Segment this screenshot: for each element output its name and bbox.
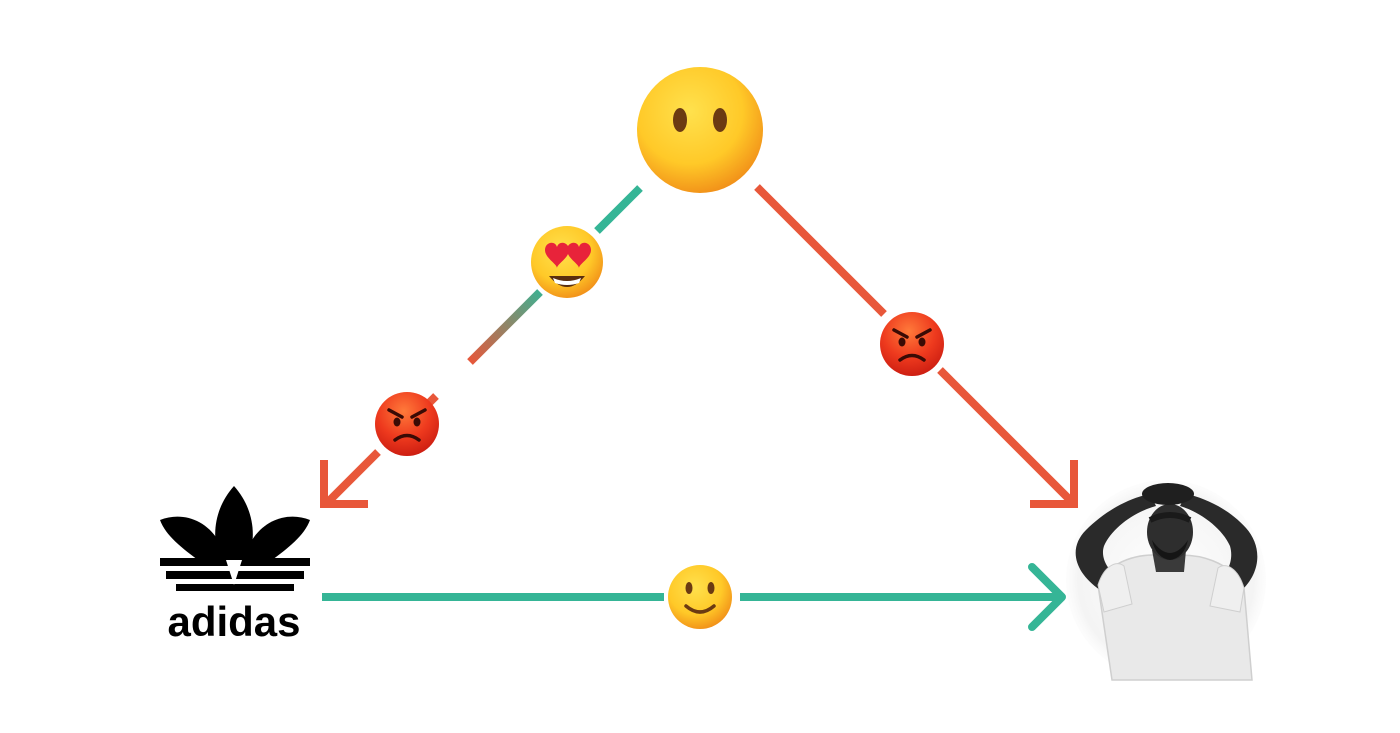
edge-line-segment xyxy=(937,367,1075,505)
angry-face-emoji-icon xyxy=(375,392,439,456)
slight-smile-emoji-icon xyxy=(668,565,732,629)
person-photo xyxy=(1066,480,1266,681)
adidas-wordmark: adidas xyxy=(167,598,300,645)
edge-line-segment xyxy=(467,289,543,365)
arrowhead-right xyxy=(1030,460,1078,508)
edge-top-to-left xyxy=(320,185,643,508)
adidas-trefoil-logo: adidas xyxy=(160,486,310,645)
arrowhead-left xyxy=(320,460,368,508)
neutral-face-icon xyxy=(637,67,763,193)
heart-eyes-emoji-icon xyxy=(531,226,603,298)
edge-line-segment xyxy=(324,449,381,506)
angry-face-emoji-icon xyxy=(880,312,944,376)
edge-left-to-right xyxy=(322,563,1066,631)
arrowhead-bottom xyxy=(1028,563,1066,631)
edge-line-segment xyxy=(754,184,887,317)
edge-line-segment xyxy=(594,185,643,234)
edge-top-to-right xyxy=(754,184,1078,508)
